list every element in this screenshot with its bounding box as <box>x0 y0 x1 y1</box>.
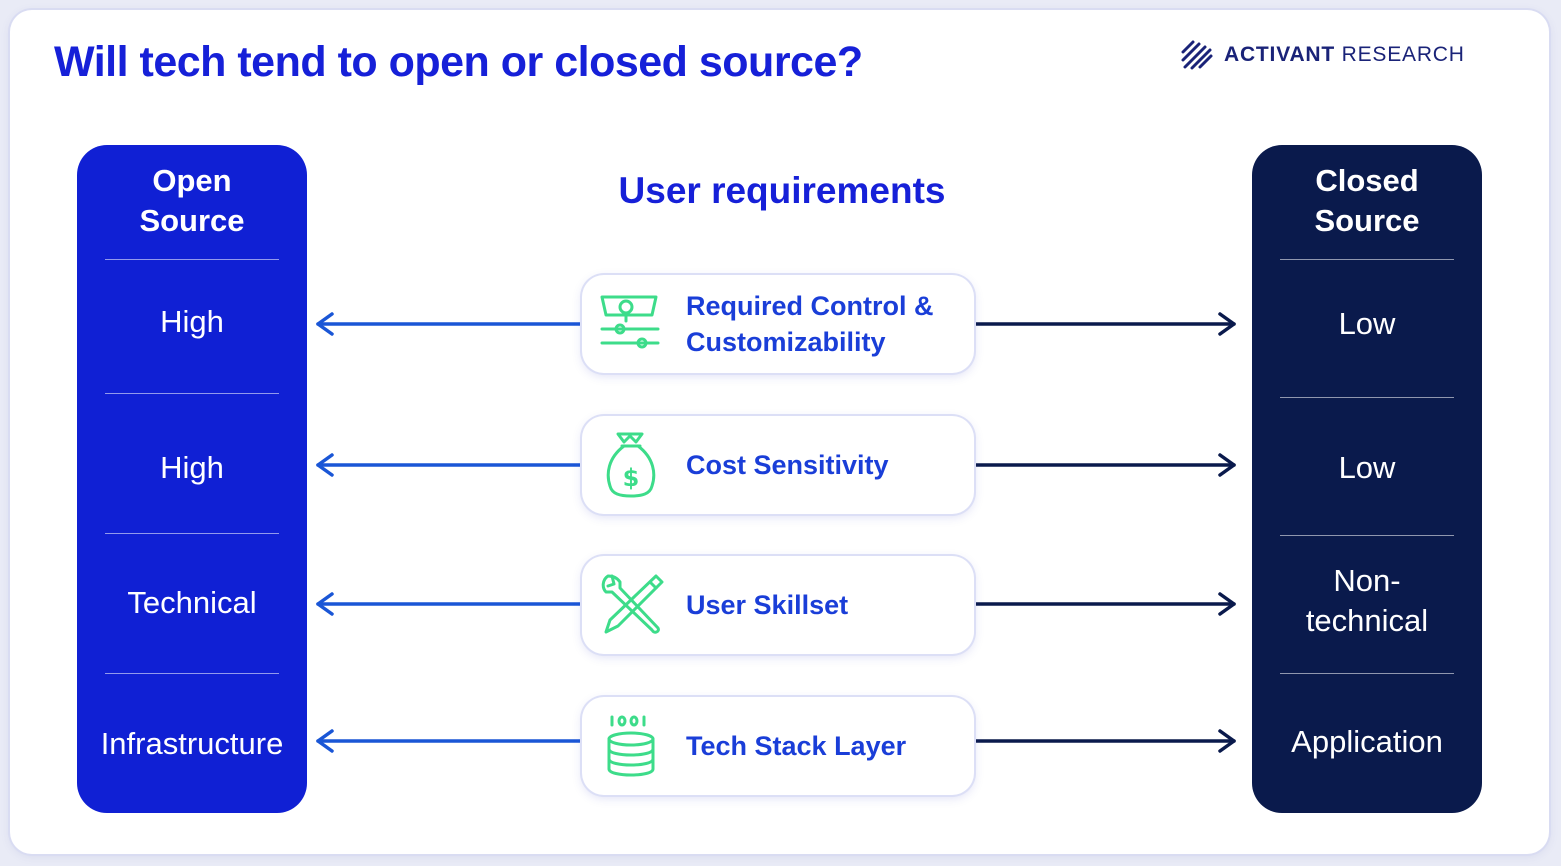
open-source-header: Open Source <box>77 161 307 241</box>
divider <box>105 393 279 394</box>
requirement-control: Required Control & Customizability <box>582 275 974 373</box>
divider <box>105 673 279 674</box>
tech-stack-icon <box>607 715 655 777</box>
left-arrows <box>316 312 584 753</box>
closed-source-header-line: Closed <box>1315 163 1419 198</box>
requirement-label: Tech Stack Layer <box>686 731 907 761</box>
closed-value-skillset: Non-technical <box>1305 563 1429 638</box>
open-source-header-line: Open <box>152 163 232 198</box>
closed-source-header: Closed Source <box>1252 161 1482 241</box>
money-bag-icon: $ <box>606 432 656 498</box>
page-title: Will tech tend to open or closed source? <box>54 38 863 86</box>
brand-name-rest: RESEARCH <box>1335 43 1465 66</box>
svg-text:$: $ <box>623 464 640 492</box>
open-value-cost: High <box>160 450 224 485</box>
divider <box>1280 673 1454 674</box>
open-source-header-line: Source <box>139 203 245 238</box>
requirement-label: Required Control & Customizability <box>686 291 934 357</box>
brand-logo: ACTIVANT RESEARCH <box>1180 38 1465 72</box>
closed-source-header-line: Source <box>1314 203 1420 238</box>
requirement-label: Cost Sensitivity <box>686 450 889 480</box>
closed-source-column: Closed Source Low Low Non-technical Appl… <box>1252 145 1482 813</box>
requirement-stack: Tech Stack Layer <box>582 697 974 795</box>
requirement-cost: $ Cost Sensitivity <box>582 416 974 514</box>
right-arrows <box>972 312 1236 753</box>
open-source-column: Open Source High High Technical Infrastr… <box>77 145 307 813</box>
open-value-control: High <box>160 304 224 339</box>
open-value-stack: Infrastructure <box>100 726 284 761</box>
brand-name-bold: ACTIVANT <box>1224 43 1335 66</box>
closed-value-stack: Application <box>1291 724 1443 759</box>
open-value-skillset: Technical <box>127 585 257 620</box>
requirement-skillset: User Skillset <box>582 556 974 654</box>
brand-name: ACTIVANT RESEARCH <box>1224 43 1465 67</box>
divider <box>105 259 279 260</box>
divider <box>1280 535 1454 536</box>
diagram-subtitle: User requirements <box>618 170 946 211</box>
closed-value-cost: Low <box>1338 450 1396 485</box>
closed-value-control: Low <box>1338 306 1396 341</box>
divider <box>1280 259 1454 260</box>
divider <box>1280 397 1454 398</box>
wrench-pencil-icon <box>601 574 664 634</box>
activant-logo-icon <box>1181 40 1213 70</box>
divider <box>105 533 279 534</box>
requirement-label: User Skillset <box>686 590 849 620</box>
control-sliders-icon <box>600 295 660 349</box>
